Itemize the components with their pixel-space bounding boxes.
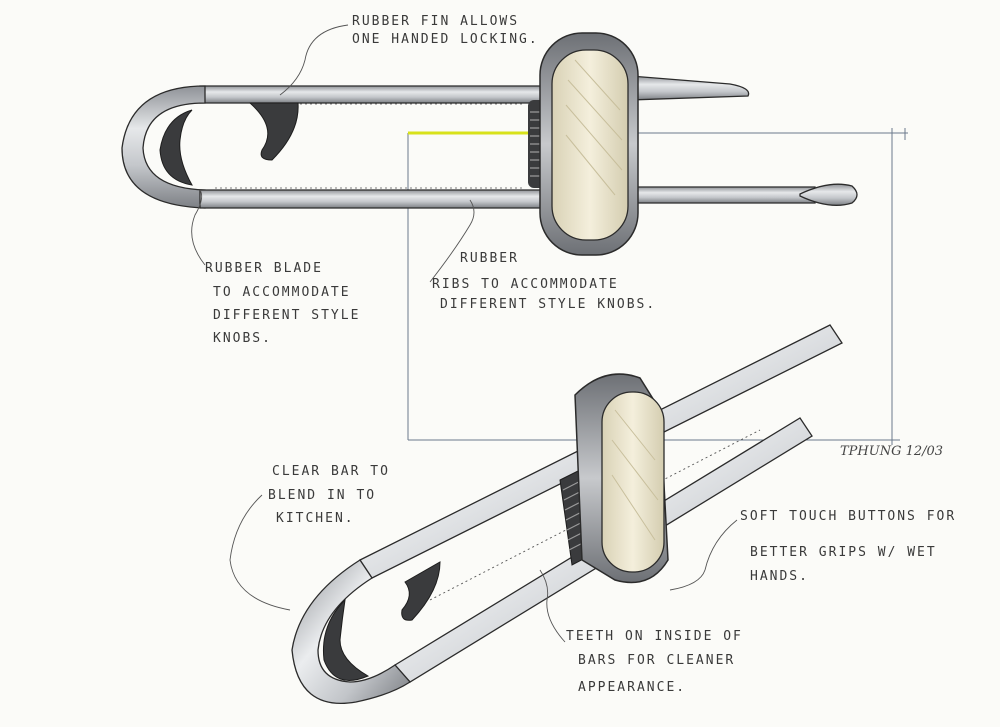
note-line: HANDS. [750,569,809,584]
top-upper-bar-tip [629,75,750,101]
top-lock-illustration [121,32,858,256]
note-line: RUBBER BLADE [205,261,323,276]
top-lock-body [539,32,639,256]
top-lower-bar-extension [629,186,816,204]
bottom-lock-illustration [291,324,843,704]
svg-text:BARS FOR CLEANER: BARS FOR CLEANER [578,653,735,668]
note-line: DIFFERENT STYLE KNOBS. [440,297,656,312]
svg-text:KNOBS.: KNOBS. [213,331,272,346]
bottom-rubber-blade [322,598,370,681]
note-line: BARS FOR CLEANER [578,653,735,668]
top-rubber-fin [248,102,299,161]
note-line: RIBS TO ACCOMMODATE [432,277,619,292]
note-line: BLEND IN TO [268,488,376,503]
top-rubber-blade [159,109,193,186]
annotation-rubber-blade: RUBBER BLADE TO ACCOMMODATE DIFFERENT ST… [205,261,360,346]
top-arrow-tip [799,183,858,206]
construction-frame [407,128,908,445]
note-line: KITCHEN. [276,511,355,526]
note-line: RUBBER FIN ALLOWS [352,14,519,29]
svg-text:CLEAR BAR TO: CLEAR BAR TO [272,464,390,479]
annotation-teeth: TEETH ON INSIDE OF BARS FOR CLEANER APPE… [566,629,743,695]
svg-text:APPEARANCE.: APPEARANCE. [578,680,686,695]
note-line: BETTER GRIPS W/ WET [750,545,937,560]
svg-text:HANDS.: HANDS. [750,569,809,584]
annotation-soft-touch: SOFT TOUCH BUTTONS FOR BETTER GRIPS W/ W… [740,509,956,584]
note-line: APPEARANCE. [578,680,686,695]
svg-text:KITCHEN.: KITCHEN. [276,511,355,526]
note-line: CLEAR BAR TO [272,464,390,479]
leader-lines [191,24,738,643]
svg-text:RUBBER: RUBBER [460,251,519,266]
svg-text:SOFT TOUCH BUTTONS FOR: SOFT TOUCH BUTTONS FOR [740,509,956,524]
annotation-clear-bar: CLEAR BAR TO BLEND IN TO KITCHEN. [268,464,390,526]
note-line: DIFFERENT STYLE [213,308,360,323]
note-line: RUBBER [460,251,519,266]
svg-text:RUBBER BLADE: RUBBER BLADE [205,261,323,276]
svg-text:BLEND IN TO: BLEND IN TO [268,488,376,503]
svg-text:BETTER GRIPS W/ WET: BETTER GRIPS W/ WET [750,545,937,560]
svg-text:TEETH ON INSIDE OF: TEETH ON INSIDE OF [566,629,743,644]
annotation-rubber-ribs: RUBBER RIBS TO ACCOMMODATE DIFFERENT STY… [432,251,656,312]
svg-text:TO ACCOMMODATE: TO ACCOMMODATE [213,285,351,300]
svg-text:RIBS TO ACCOMMODATE: RIBS TO ACCOMMODATE [432,277,619,292]
svg-text:RUBBER FIN ALLOWS: RUBBER FIN ALLOWS [352,14,519,29]
svg-text:DIFFERENT STYLE: DIFFERENT STYLE [213,308,360,323]
note-line: SOFT TOUCH BUTTONS FOR [740,509,956,524]
note-line: TEETH ON INSIDE OF [566,629,743,644]
bottom-u-curve [291,559,411,704]
bottom-rubber-fin [401,561,441,621]
note-line: ONE HANDED LOCKING. [352,32,539,47]
svg-text:ONE HANDED LOCKING.: ONE HANDED LOCKING. [352,32,539,47]
annotation-rubber-fin: RUBBER FIN ALLOWS ONE HANDED LOCKING. [352,14,539,47]
top-upper-bar [199,85,546,104]
bottom-lock-body [574,373,669,584]
note-line: KNOBS. [213,331,272,346]
artist-signature: TPHUNG 12/03 [840,444,943,459]
svg-text:DIFFERENT STYLE KNOBS.: DIFFERENT STYLE KNOBS. [440,297,656,312]
note-line: TO ACCOMMODATE [213,285,351,300]
top-lower-bar [199,189,546,209]
